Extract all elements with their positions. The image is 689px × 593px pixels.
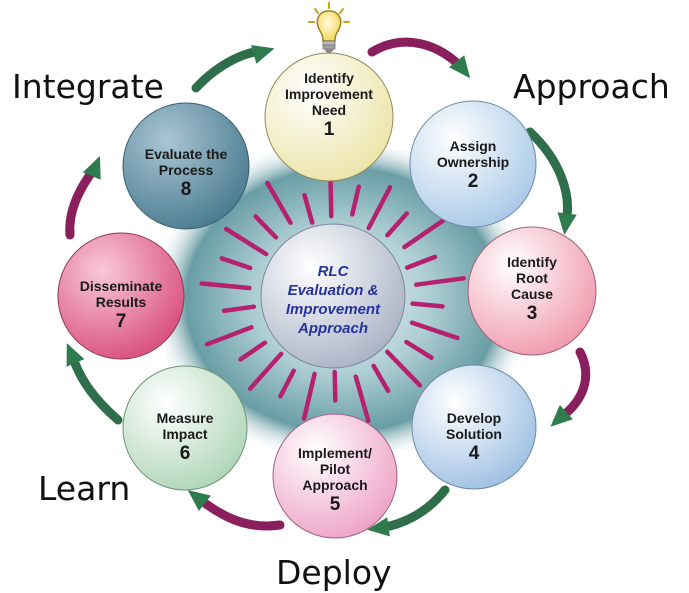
step-label-line: Pilot <box>319 461 351 477</box>
step-4-label: Develop Solution 4 <box>409 410 539 465</box>
step-5-label: Implement/ Pilot Approach 5 <box>270 445 400 516</box>
burst-ray <box>278 368 296 399</box>
step-6-label: Measure Impact 6 <box>120 410 250 465</box>
step-2-circle <box>409 100 537 228</box>
burst-ray <box>366 184 393 231</box>
step-label-line: Improvement <box>285 86 373 102</box>
step-label-line: Cause <box>510 286 554 302</box>
center-burst <box>199 168 466 424</box>
arrow-head <box>557 212 577 235</box>
burst-ray <box>219 256 253 271</box>
burst-ray <box>410 301 445 309</box>
phase-label-deploy: Deploy <box>276 553 392 592</box>
step-7-circle <box>57 232 185 360</box>
step-label-line: Develop <box>446 410 502 426</box>
cycle-arrow <box>65 163 100 240</box>
step-label-line: Measure <box>156 410 214 426</box>
step-number: 6 <box>179 443 191 464</box>
phase-label-integrate: Integrate <box>12 67 164 106</box>
burst-ray <box>301 371 317 421</box>
step-3-circle <box>467 226 597 356</box>
arrow-head <box>82 156 101 180</box>
step-number: 8 <box>180 179 192 200</box>
step-number: 1 <box>323 119 335 140</box>
step-number: 7 <box>115 311 127 332</box>
step-label-line: Implement/ <box>298 445 372 461</box>
burst-ray <box>223 226 269 257</box>
cycle-arrow <box>367 37 467 73</box>
arrow-head <box>251 45 275 64</box>
center-line: Improvement <box>285 301 381 318</box>
step-8-circle <box>122 102 250 230</box>
cycle-arrow <box>191 47 267 93</box>
burst-ray <box>204 325 254 347</box>
center-circle <box>260 223 406 369</box>
step-number: 2 <box>467 171 479 192</box>
burst-ray <box>199 281 252 291</box>
center-line: Approach <box>297 320 368 337</box>
step-circles <box>57 52 597 539</box>
burst-ray <box>238 340 268 362</box>
burst-ray <box>253 214 279 240</box>
cycle-arrow <box>193 493 285 531</box>
burst-ray <box>385 211 410 238</box>
step-label-line: Results <box>95 294 147 310</box>
burst-ray <box>350 184 362 217</box>
arrow-head <box>449 55 471 79</box>
step-label-line: Assign <box>449 138 497 154</box>
burst-ray <box>402 218 446 250</box>
burst-ray <box>221 304 257 314</box>
step-2-label: Assign Ownership 2 <box>408 138 538 193</box>
step-3-label: Identify Root Cause 3 <box>467 254 597 325</box>
arrow-head <box>550 405 573 427</box>
step-label-line: Root <box>516 270 548 286</box>
phase-label-learn: Learn <box>38 469 131 508</box>
step-8-label: Evaluate the Process 8 <box>121 146 251 201</box>
burst-ray <box>332 369 338 403</box>
step-label-line: Evaluate the <box>144 146 228 162</box>
lightbulb-icon <box>308 2 350 53</box>
step-label-line: Impact <box>162 426 208 442</box>
step-label-line: Approach <box>302 477 368 493</box>
step-4-circle <box>411 364 537 490</box>
step-label-line: Need <box>311 102 347 118</box>
cycle-arrows <box>65 37 591 537</box>
step-5-circle <box>272 413 398 539</box>
step-number: 5 <box>329 494 341 515</box>
cycle-arrow <box>555 347 591 423</box>
step-label-line: Disseminate <box>79 278 163 294</box>
arrow-head <box>187 490 211 511</box>
arrow-head <box>66 343 85 367</box>
phase-label-approach: Approach <box>513 67 670 106</box>
burst-ray <box>409 320 460 341</box>
burst-ray <box>404 254 438 270</box>
burst-ray <box>413 276 466 287</box>
center-line: Evaluation & <box>287 282 379 299</box>
cycle-arrow <box>67 350 123 425</box>
burst-ray <box>353 374 371 424</box>
burst-ray <box>265 180 293 226</box>
step-label-line: Ownership <box>436 154 510 170</box>
step-number: 3 <box>526 303 538 324</box>
center-line: RLC <box>317 263 349 280</box>
burst-ray <box>404 339 434 360</box>
burst-ray <box>247 351 284 391</box>
step-label-line: Identify <box>304 70 354 86</box>
step-number: 4 <box>468 443 480 464</box>
step-6-circle <box>122 365 248 491</box>
step-label-line: Solution <box>446 426 502 442</box>
step-1-label: Identify Improvement Need 1 <box>259 70 399 141</box>
step-label-line: Process <box>158 162 214 178</box>
burst-ray <box>302 192 315 225</box>
burst-ray <box>385 349 423 388</box>
arrow-head <box>367 517 390 537</box>
burst-ray <box>371 363 391 394</box>
step-label-line: Identify <box>507 254 557 270</box>
cycle-arrow <box>525 127 572 227</box>
center-label: RLC Evaluation & Improvement Approach <box>258 262 408 338</box>
step-7-label: Disseminate Results 7 <box>56 278 186 333</box>
